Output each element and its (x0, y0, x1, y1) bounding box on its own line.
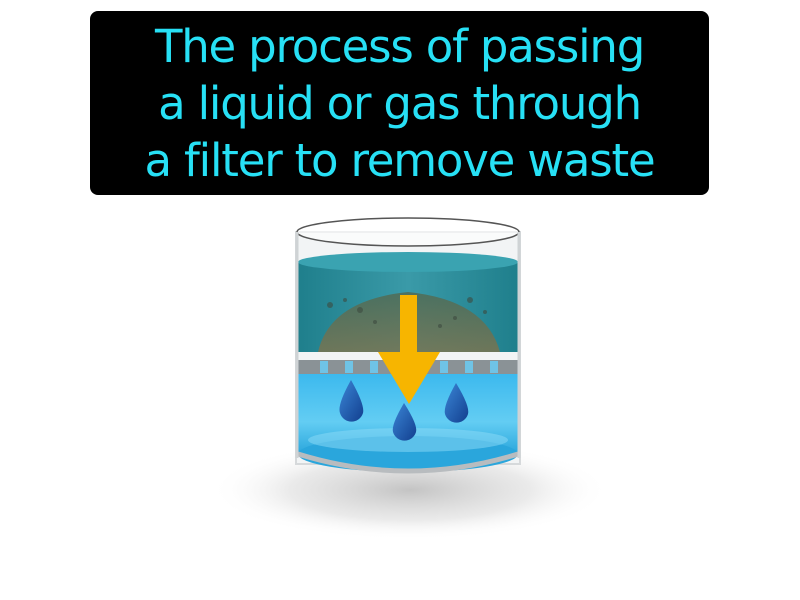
caption-line-2: a liquid or gas through (158, 76, 642, 130)
water-droplet (444, 383, 469, 423)
down-arrow (378, 295, 440, 404)
caption-line-3: a filter to remove waste (144, 133, 656, 187)
definition-caption: The process of passing a liquid or gas t… (90, 11, 709, 195)
water-droplet (392, 403, 417, 441)
caption-line-1: The process of passing (154, 19, 645, 73)
glass-beaker-rim (296, 217, 520, 247)
water-droplet (339, 380, 364, 422)
